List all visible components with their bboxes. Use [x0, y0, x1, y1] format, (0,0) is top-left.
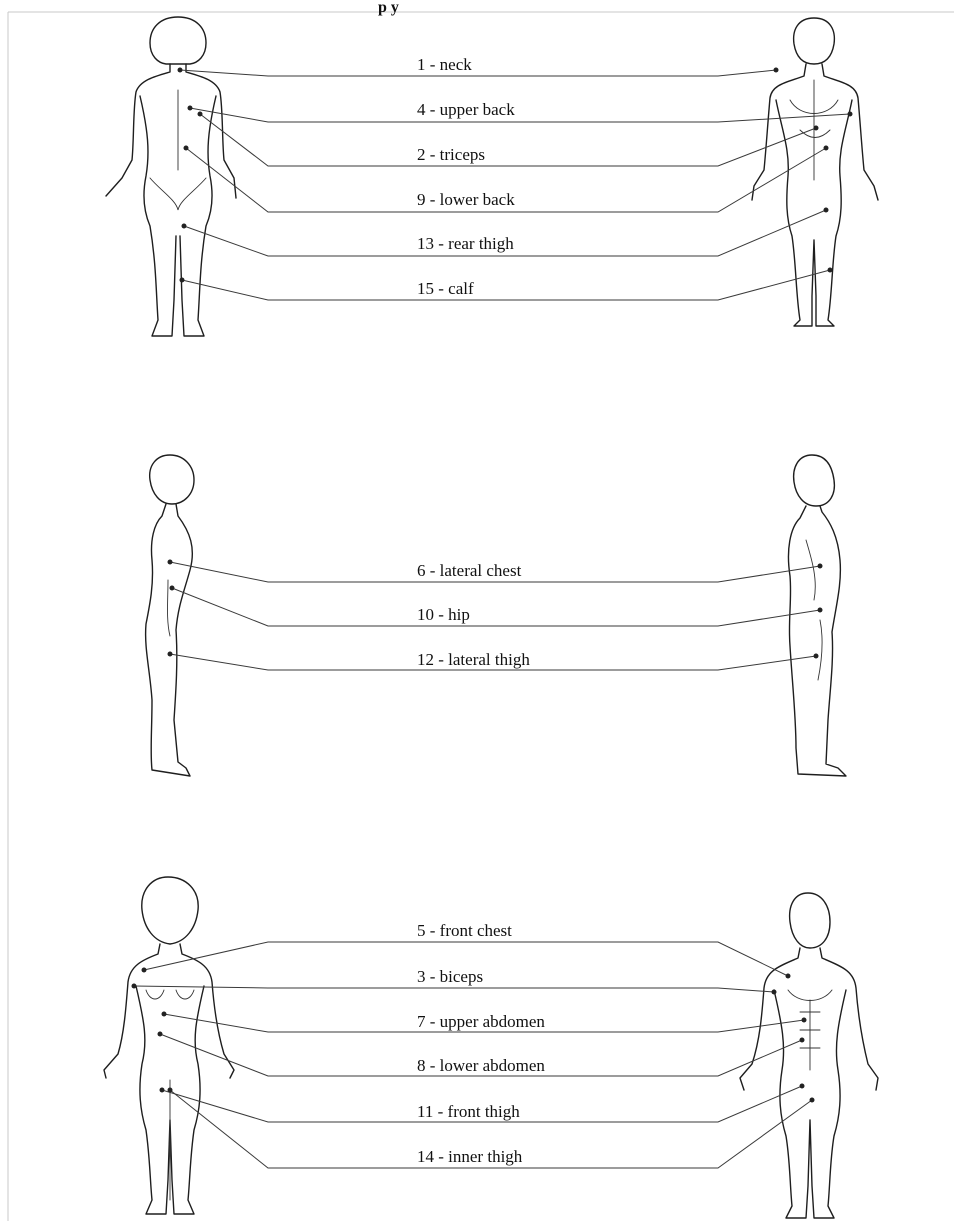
site-upper-back: 4 - upper back [188, 100, 853, 122]
leader-line [180, 70, 776, 76]
leader-line [182, 270, 830, 300]
site-lower-back: 9 - lower back [184, 146, 829, 213]
site-dot [170, 586, 175, 591]
site-dot [182, 224, 187, 229]
figure-woman-side [146, 455, 194, 776]
site-dot [828, 268, 833, 273]
site-lateral-thigh: 12 - lateral thigh [168, 650, 819, 670]
figure-man-back [752, 18, 878, 326]
site-hip: 10 - hip [170, 586, 823, 627]
site-dot [178, 68, 183, 73]
leader-line [190, 108, 850, 122]
site-dot [132, 984, 137, 989]
site-dot [814, 126, 819, 131]
site-label: 14 - inner thigh [417, 1147, 523, 1166]
site-dot [786, 974, 791, 979]
site-label: 12 - lateral thigh [417, 650, 530, 669]
page-title-fragment: p y [378, 0, 399, 16]
leader-line [134, 986, 774, 992]
site-neck: 1 - neck [178, 55, 779, 76]
site-label: 9 - lower back [417, 190, 515, 209]
site-dot [802, 1018, 807, 1023]
site-lateral-chest: 6 - lateral chest [168, 560, 823, 583]
figure-man-side [788, 455, 846, 776]
site-dot [162, 1012, 167, 1017]
site-dot [142, 968, 147, 973]
site-dot [160, 1088, 165, 1093]
site-label: 5 - front chest [417, 921, 512, 940]
site-dot [824, 208, 829, 213]
site-front-thigh: 11 - front thigh [160, 1084, 805, 1123]
site-triceps: 2 - triceps [198, 112, 819, 167]
site-label: 10 - hip [417, 605, 470, 624]
site-dot [168, 560, 173, 565]
site-dot [824, 146, 829, 151]
site-label: 8 - lower abdomen [417, 1056, 545, 1075]
site-label: 15 - calf [417, 279, 474, 298]
leader-line [172, 588, 820, 626]
site-label: 6 - lateral chest [417, 561, 522, 580]
site-dot [188, 106, 193, 111]
site-dot [180, 278, 185, 283]
site-label: 13 - rear thigh [417, 234, 514, 253]
site-dot [184, 146, 189, 151]
figure-man-front [740, 893, 878, 1218]
site-calf: 15 - calf [180, 268, 833, 301]
site-dot [772, 990, 777, 995]
site-label: 3 - biceps [417, 967, 483, 986]
site-label: 4 - upper back [417, 100, 515, 119]
site-inner-thigh: 14 - inner thigh [168, 1088, 815, 1169]
site-label: 11 - front thigh [417, 1102, 520, 1121]
site-lower-abdomen: 8 - lower abdomen [158, 1032, 805, 1077]
site-label: 2 - triceps [417, 145, 485, 164]
site-dot [810, 1098, 815, 1103]
site-rear-thigh: 13 - rear thigh [182, 208, 829, 257]
site-biceps: 3 - biceps [132, 967, 777, 995]
site-dot [814, 654, 819, 659]
site-label: 1 - neck [417, 55, 472, 74]
site-label: 7 - upper abdomen [417, 1012, 545, 1031]
site-dot [848, 112, 853, 117]
site-dot [774, 68, 779, 73]
site-dot [198, 112, 203, 117]
site-upper-abdomen: 7 - upper abdomen [162, 1012, 807, 1033]
figure-woman-front [104, 877, 234, 1214]
site-dot [800, 1084, 805, 1089]
site-dot [158, 1032, 163, 1037]
site-dot [800, 1038, 805, 1043]
site-dot [818, 608, 823, 613]
site-dot [168, 1088, 173, 1093]
site-dot [818, 564, 823, 569]
site-dot [168, 652, 173, 657]
